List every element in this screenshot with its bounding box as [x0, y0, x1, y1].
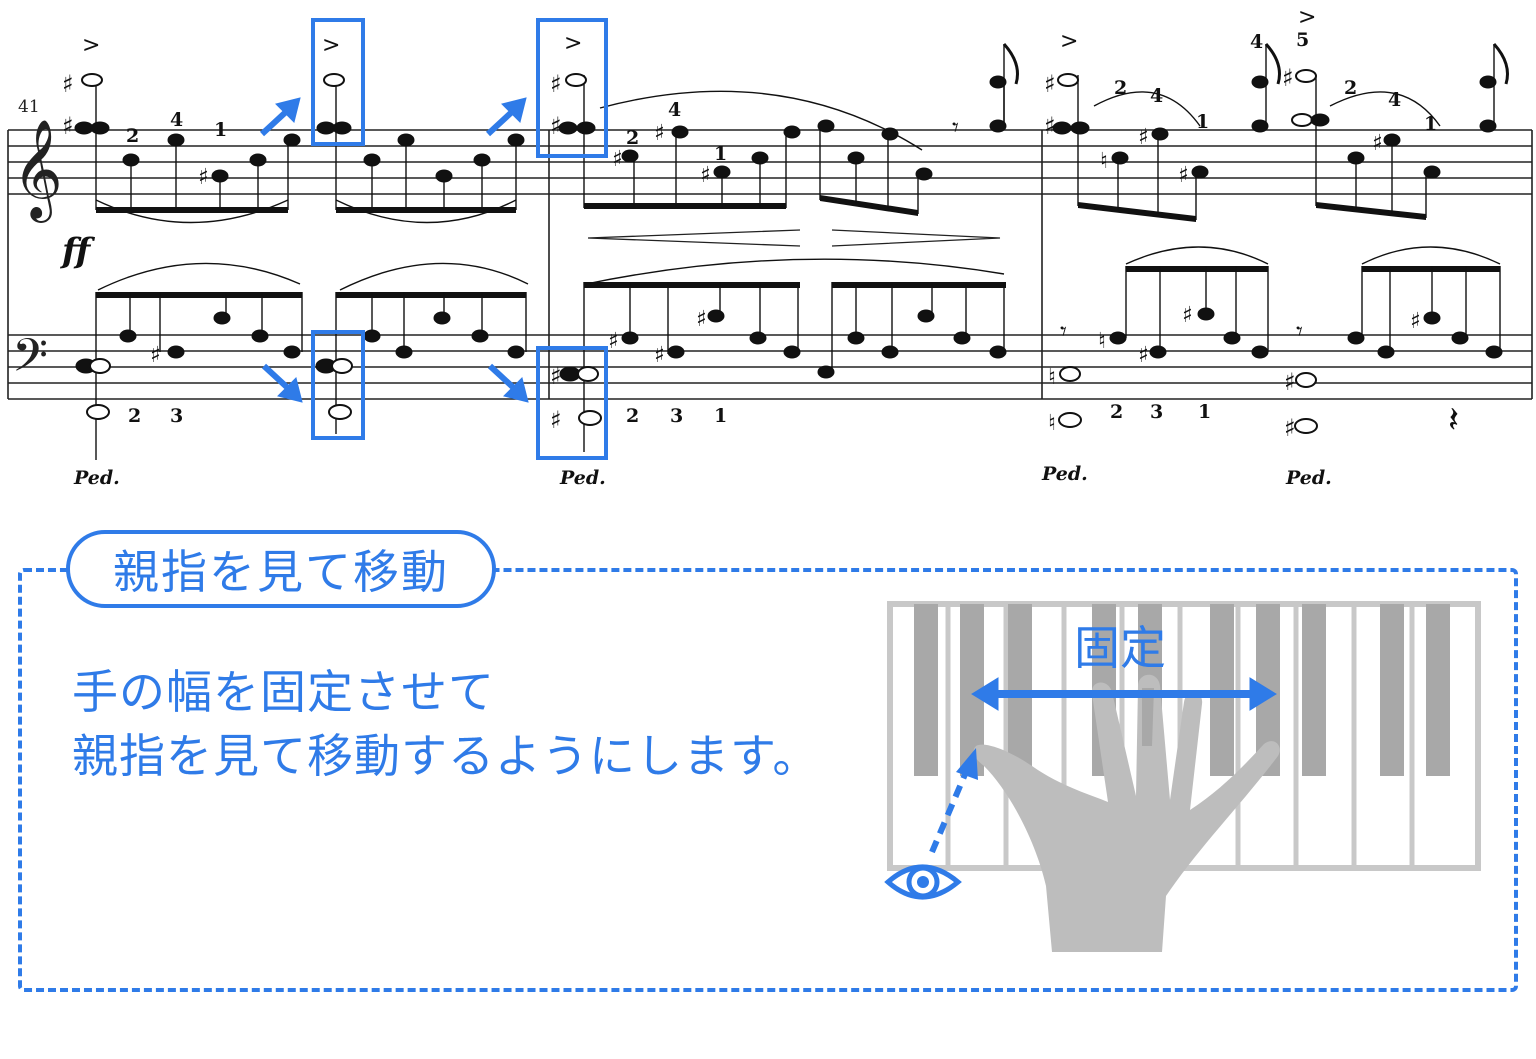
svg-text:2: 2	[626, 405, 639, 427]
svg-text:1: 1	[714, 143, 727, 165]
svg-text:>: >	[1298, 5, 1316, 30]
svg-text:1: 1	[1424, 113, 1437, 135]
svg-text:4: 4	[170, 109, 183, 131]
treble-notes-group-1: ♯ ♯ ♯ >	[62, 33, 301, 224]
thumb-highlight-boxes	[311, 18, 608, 460]
svg-text:♮: ♮	[1048, 411, 1056, 436]
svg-text:♯: ♯	[608, 329, 619, 354]
treble-clef: 𝄞	[12, 119, 63, 223]
svg-text:♯: ♯	[654, 343, 665, 368]
svg-text:1: 1	[1198, 401, 1211, 423]
svg-text:>: >	[1060, 29, 1078, 54]
svg-text:2: 2	[126, 125, 139, 147]
svg-text:♯: ♯	[550, 112, 562, 140]
measure-number: 41	[18, 97, 40, 117]
svg-text:♮: ♮	[1098, 329, 1106, 354]
svg-text:♯: ♯	[550, 406, 562, 434]
svg-text:𝄾: 𝄾	[952, 113, 959, 143]
svg-text:1: 1	[214, 119, 227, 141]
svg-text:𝄾: 𝄾	[1060, 317, 1067, 347]
hand-finger-shade	[1142, 688, 1154, 746]
svg-text:♯: ♯	[1284, 414, 1296, 442]
svg-text:♮: ♮	[1100, 149, 1108, 174]
svg-text:♯: ♯	[1372, 131, 1383, 156]
pedal-marks: Ped. Ped. Ped. Ped.	[73, 463, 1332, 489]
svg-text:♯: ♯	[700, 163, 711, 188]
svg-text:𝄾: 𝄾	[1296, 317, 1303, 347]
treble-notes-group-2: >	[316, 33, 525, 224]
svg-text:2: 2	[1344, 77, 1357, 99]
svg-text:♯: ♯	[150, 343, 161, 368]
svg-text:2: 2	[128, 405, 141, 427]
svg-text:3: 3	[1150, 401, 1163, 423]
explanation-panel	[18, 568, 1518, 992]
svg-text:1: 1	[714, 405, 727, 427]
svg-text:3: 3	[670, 405, 683, 427]
svg-text:>: >	[82, 33, 100, 58]
svg-text:♯: ♯	[62, 112, 74, 140]
svg-text:4: 4	[1250, 31, 1263, 53]
hand-shape	[973, 674, 1280, 952]
svg-text:♯: ♯	[62, 70, 74, 98]
svg-text:♯: ♯	[198, 165, 209, 190]
svg-text:2: 2	[1110, 401, 1123, 423]
treble-notes-group-4: ♯ ♯ ♮ ♯ ♯ > ♯ ♯ >	[1044, 5, 1509, 222]
svg-text:4: 4	[1150, 85, 1163, 107]
fingerings: 2 4 1 2 4 1 2 4 1 4 5 2 4 1 2 3 2 3 1 2 …	[126, 29, 1437, 427]
section-badge: 親指を見て移動	[66, 530, 496, 608]
svg-text:♯: ♯	[550, 362, 562, 390]
svg-text:Ped.: Ped.	[1285, 467, 1332, 489]
barlines	[7, 130, 1533, 399]
bass-staff	[8, 334, 1532, 400]
svg-text:♯: ♯	[550, 70, 562, 98]
svg-text:>: >	[322, 33, 340, 58]
svg-text:3: 3	[170, 405, 183, 427]
svg-text:4: 4	[1388, 89, 1401, 111]
svg-text:♯: ♯	[1178, 163, 1189, 188]
svg-text:♯: ♯	[612, 147, 623, 172]
explanation-text: 手の幅を固定させて 親指を見て移動するようにします。	[72, 660, 819, 788]
bass-clef: 𝄢	[12, 329, 48, 394]
svg-text:𝄽: 𝄽	[1448, 400, 1459, 441]
explanation-line-2: 親指を見て移動するようにします。	[72, 729, 820, 783]
movement-arrows	[259, 97, 529, 403]
svg-text:♯: ♯	[654, 121, 665, 146]
svg-text:2: 2	[1114, 77, 1127, 99]
dynamic-marking: ff	[60, 231, 96, 271]
eye-icon	[884, 864, 962, 900]
sight-line	[929, 748, 978, 854]
svg-text:>: >	[564, 31, 582, 56]
svg-text:♯: ♯	[1182, 303, 1193, 328]
treble-staff	[8, 129, 1532, 195]
svg-text:Ped.: Ped.	[73, 467, 120, 489]
explanation-line-1: 手の幅を固定させて	[72, 665, 495, 719]
svg-text:2: 2	[626, 127, 639, 149]
svg-text:♯: ♯	[1282, 64, 1294, 92]
keyboard-hand-illustration: 固定	[884, 601, 1481, 952]
svg-text:4: 4	[668, 99, 681, 121]
svg-text:♯: ♯	[1138, 125, 1149, 150]
svg-text:Ped.: Ped.	[559, 467, 606, 489]
svg-text:♯: ♯	[1410, 309, 1421, 334]
svg-text:♯: ♯	[1044, 70, 1056, 98]
treble-notes-group-3: ♯ ♯ ♯ ♯ ♯ > 𝄾	[550, 31, 1019, 216]
svg-text:5: 5	[1296, 29, 1309, 51]
badge-label: 親指を見て移動	[113, 545, 449, 599]
music-score: 𝄞 𝄢 41 ff ♯ ♯ ♯ >	[7, 5, 1533, 489]
svg-text:♮: ♮	[1048, 365, 1056, 390]
fixed-label: 固定	[1074, 621, 1166, 675]
svg-text:Ped.: Ped.	[1041, 463, 1088, 485]
svg-text:♯: ♯	[1284, 368, 1296, 396]
hairpins	[587, 229, 1001, 247]
bass-notes: ♯	[75, 246, 1503, 460]
svg-text:♯: ♯	[1044, 112, 1056, 140]
svg-text:1: 1	[1196, 111, 1209, 133]
svg-text:♯: ♯	[696, 307, 707, 332]
fixed-width-arrow	[971, 677, 1277, 711]
svg-text:♯: ♯	[1138, 343, 1149, 368]
